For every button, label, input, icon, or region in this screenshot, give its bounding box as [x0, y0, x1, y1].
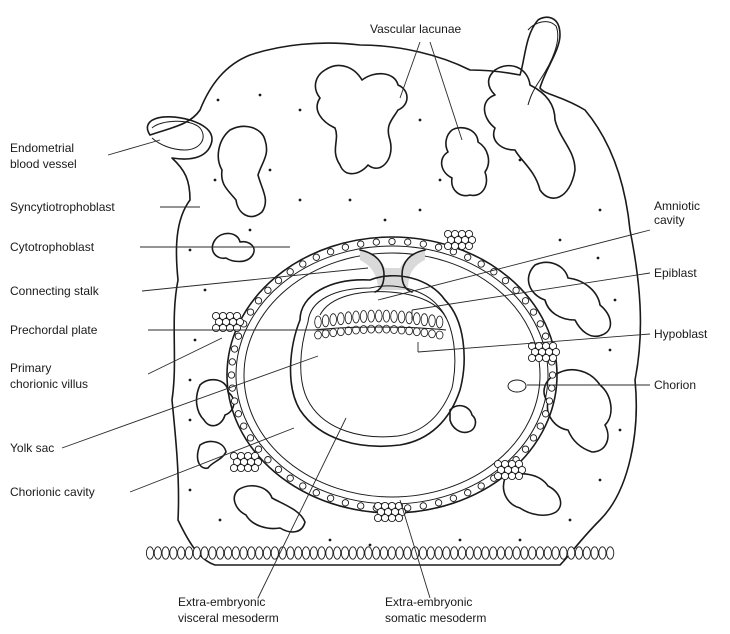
- label-somatic-1: Extra-embryonic: [385, 595, 472, 609]
- syncytiotrophoblast-outline: [147, 17, 640, 565]
- label-epiblast: Epiblast: [654, 266, 697, 280]
- label-primary-1: Primary: [10, 361, 51, 375]
- label-vascular-lacunae: Vascular lacunae: [370, 22, 461, 36]
- decidual-chain: [146, 547, 613, 559]
- label-visceral-2: visceral mesoderm: [178, 611, 279, 625]
- label-chorionic-cavity: Chorionic cavity: [10, 485, 95, 499]
- label-chorion: Chorion: [654, 378, 696, 392]
- label-endometrial-2: blood vessel: [10, 157, 77, 171]
- label-yolk-sac: Yolk sac: [10, 441, 54, 455]
- label-prechordal-plate: Prechordal plate: [10, 323, 98, 337]
- bilaminar-disc: [314, 310, 446, 339]
- label-visceral-1: Extra-embryonic: [178, 595, 265, 609]
- chorion-marker: [508, 380, 526, 392]
- label-amniotic-1: Amniotic: [654, 199, 700, 213]
- labels: Vascular lacunae Endometrial blood vesse…: [10, 22, 708, 625]
- label-cytotrophoblast: Cytotrophoblast: [10, 240, 95, 254]
- label-connecting-stalk: Connecting stalk: [10, 284, 100, 298]
- syncytium-nuclei: [189, 94, 622, 547]
- embryo-sac-outer: [291, 276, 465, 446]
- label-primary-2: chorionic villus: [10, 377, 88, 391]
- label-hypoblast: Hypoblast: [654, 327, 708, 341]
- label-somatic-2: somatic mesoderm: [385, 611, 486, 625]
- label-endometrial-1: Endometrial: [10, 141, 74, 155]
- label-syncytiotrophoblast: Syncytiotrophoblast: [10, 200, 115, 214]
- label-amniotic-2: cavity: [654, 213, 685, 227]
- connecting-stalk: [360, 250, 425, 290]
